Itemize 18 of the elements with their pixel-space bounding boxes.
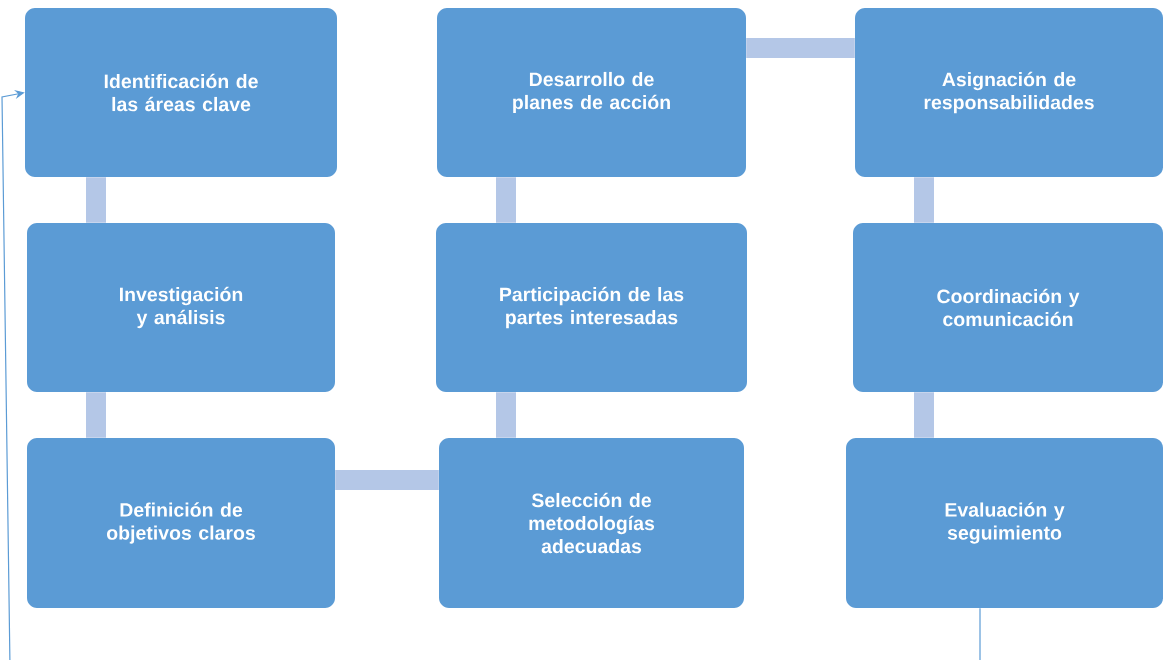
- arrow: [1, 89, 981, 660]
- connector-bar: [86, 177, 106, 223]
- process-box: Desarrollo de planes de acción: [437, 8, 746, 177]
- connector-bar: [496, 177, 516, 223]
- process-box: Coordinación y comunicación: [853, 223, 1163, 392]
- process-box: Definición de objetivos claros: [27, 438, 335, 608]
- connector-bar: [335, 470, 439, 490]
- connector-bar: [496, 392, 516, 438]
- process-box: Selección de metodologías adecuadas: [439, 438, 744, 608]
- process-box: Asignación de responsabilidades: [855, 8, 1163, 177]
- process-box: Investigación y análisis: [27, 223, 335, 392]
- connector-bar: [914, 392, 934, 438]
- connector-bar: [746, 38, 855, 58]
- process-box: Participación de las partes interesadas: [436, 223, 747, 392]
- connector-bar: [86, 392, 106, 438]
- connector-bar: [914, 177, 934, 223]
- process-box: Evaluación y seguimiento: [846, 438, 1163, 608]
- process-box: Identificación de las áreas clave: [25, 8, 337, 177]
